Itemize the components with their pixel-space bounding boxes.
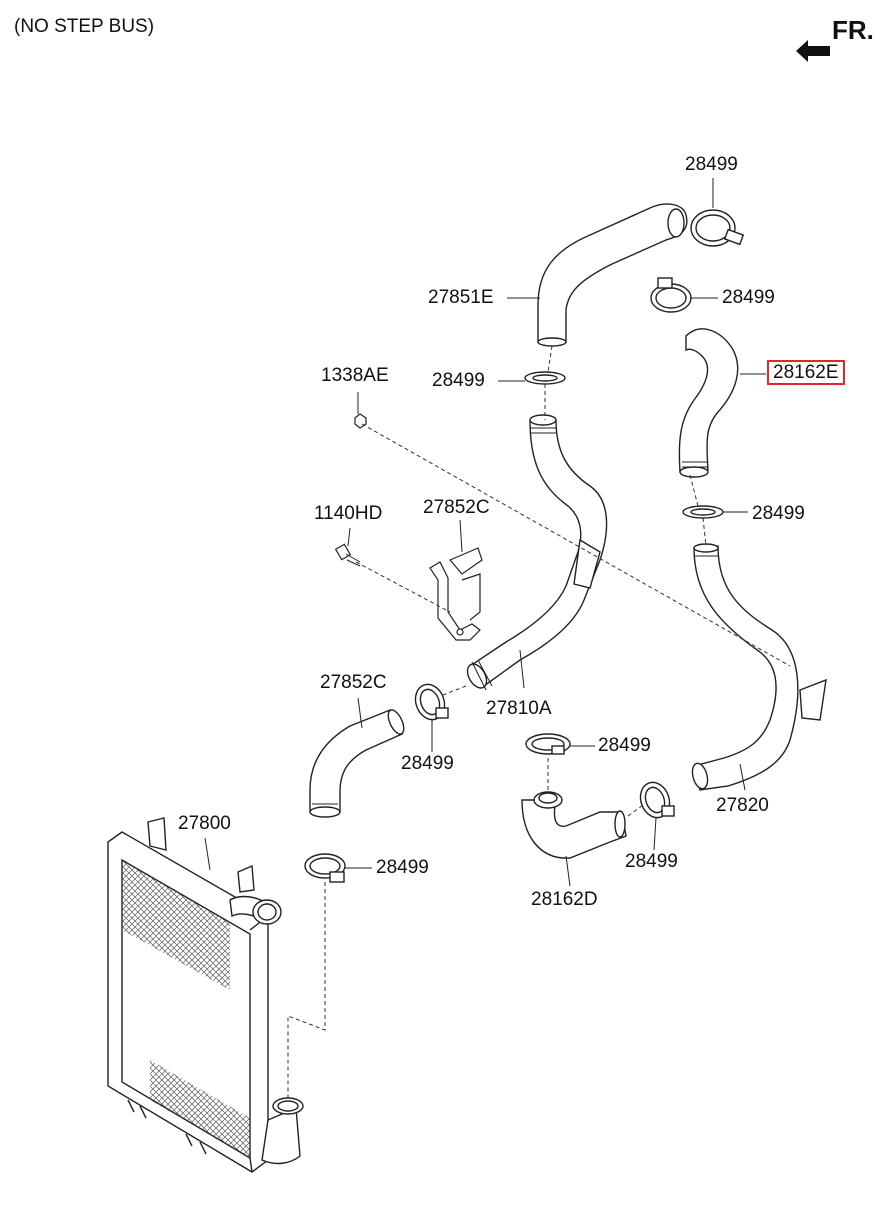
- pipe-27820: [691, 543, 827, 791]
- label-hose-left: 27852C: [320, 672, 387, 693]
- label-bracket-upper: 27852C: [423, 497, 490, 518]
- label-hose-bottom: 28162D: [531, 889, 598, 910]
- label-clamp-mid-right: 28499: [752, 503, 805, 524]
- clamp-lower-right: [639, 781, 675, 819]
- hose-28162d: [521, 791, 627, 859]
- hose-27851e: [537, 203, 688, 347]
- label-clamp-small-left: 28499: [401, 753, 454, 774]
- clamp-lower-left: [304, 853, 346, 883]
- leader-lines: [204, 178, 766, 887]
- label-bolt: 1140HD: [314, 503, 383, 524]
- dashed-leaders: [287, 345, 791, 1100]
- hose-28162e: [678, 328, 739, 478]
- intercooler-27800: [107, 817, 304, 1173]
- clamp-upper-right: [650, 277, 692, 313]
- pipe-27810a: [466, 414, 608, 691]
- label-pipe-right: 27820: [716, 795, 769, 816]
- label-highlighted-part: 28162E: [767, 360, 845, 385]
- clamp-mid-left: [524, 371, 566, 385]
- label-intercooler: 27800: [178, 813, 231, 834]
- bracket-27852c: [429, 547, 483, 641]
- front-arrow-icon: [796, 40, 830, 62]
- hose-27852c: [309, 709, 405, 818]
- label-clamp-center: 28499: [598, 735, 651, 756]
- label-clamp-lower-right: 28499: [625, 851, 678, 872]
- diagram-subtitle: (NO STEP BUS): [14, 16, 155, 37]
- label-hose-top: 27851E: [428, 287, 494, 308]
- label-clamp-upper-right: 28499: [722, 287, 775, 308]
- label-clamp-top: 28499: [685, 154, 738, 175]
- label-clamp-lower-left: 28499: [376, 857, 429, 878]
- bolt-1140hd: [334, 543, 361, 567]
- direction-label: FR.: [832, 15, 874, 45]
- clamp-small-left: [414, 683, 449, 721]
- label-pipe-center: 27810A: [486, 698, 552, 719]
- clamp-mid-right: [682, 505, 724, 519]
- clamp-top: [690, 209, 745, 247]
- label-nut: 1338AE: [321, 365, 389, 386]
- clamp-center: [525, 733, 571, 755]
- label-clamp-mid-left: 28499: [432, 370, 485, 391]
